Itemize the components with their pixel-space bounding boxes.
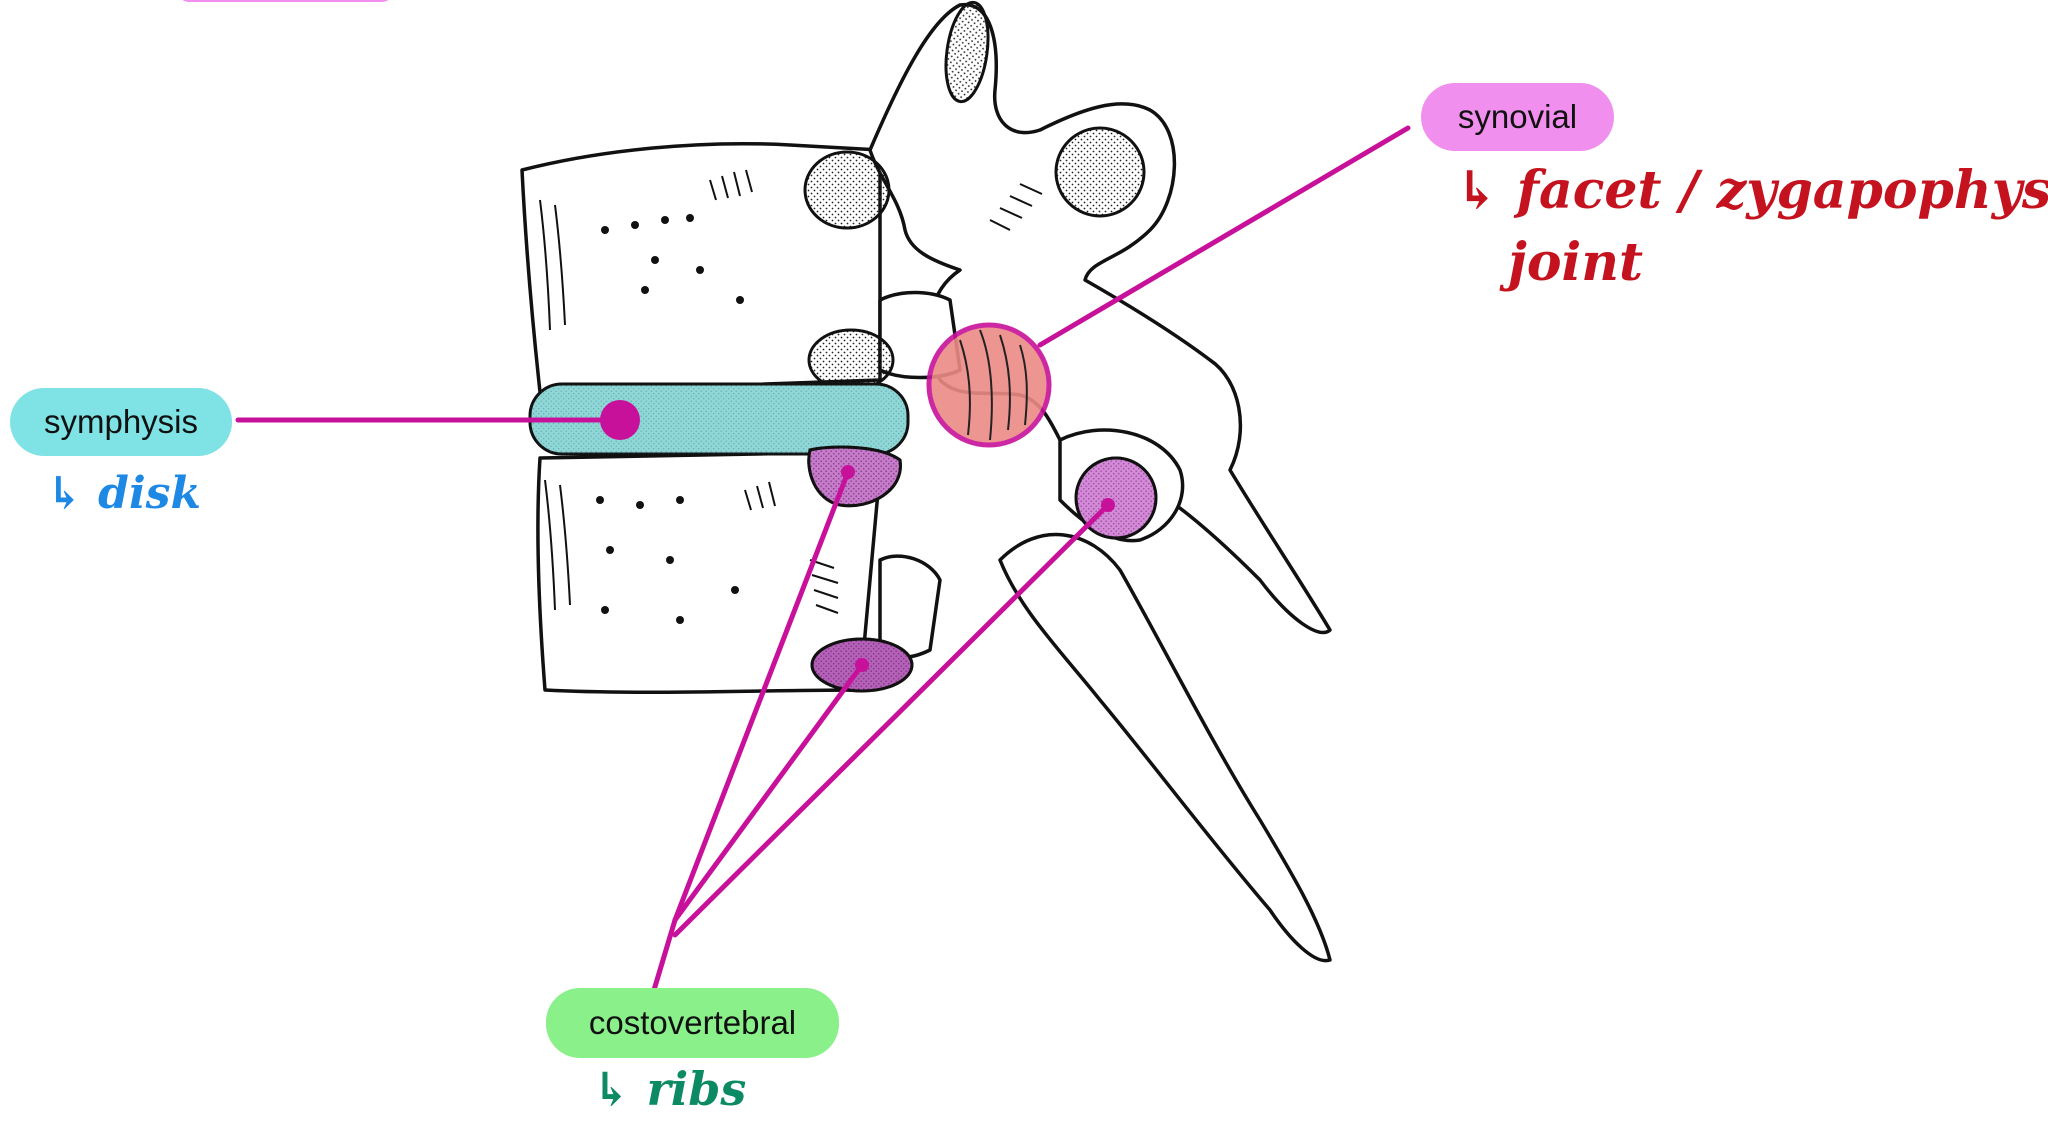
synovial-note-line1: ↳ facet / zygapophyseal <box>1455 160 2048 221</box>
costovertebral-connector-b <box>672 469 851 923</box>
synovial-connector <box>1037 125 1411 348</box>
cropped-label-top <box>182 0 389 2</box>
synovial-label: synovial <box>1421 83 1614 151</box>
synovial-joint-highlight <box>926 322 1052 448</box>
body-dots <box>596 214 744 624</box>
synovial-note-line2: joint <box>1508 232 1644 293</box>
facet-drawings <box>803 0 1146 392</box>
synovial-joint-lines <box>959 329 1028 441</box>
connector-endpoints <box>841 465 1115 672</box>
costovertebral-connector-d <box>672 502 1111 938</box>
costovertebral-connector-a <box>651 917 678 993</box>
costovertebral-note: ↳ ribs <box>592 1062 747 1116</box>
symphysis-connector-dot <box>600 400 640 440</box>
symphysis-note: ↳ disk <box>46 468 201 519</box>
vertebra-drawing <box>520 2 1332 963</box>
body-hatching <box>539 169 1043 614</box>
connectors <box>235 125 1411 993</box>
symphysis-label: symphysis <box>10 388 232 456</box>
costovertebral-connector-c <box>672 662 865 923</box>
costovertebral-label: costovertebral <box>546 988 839 1058</box>
